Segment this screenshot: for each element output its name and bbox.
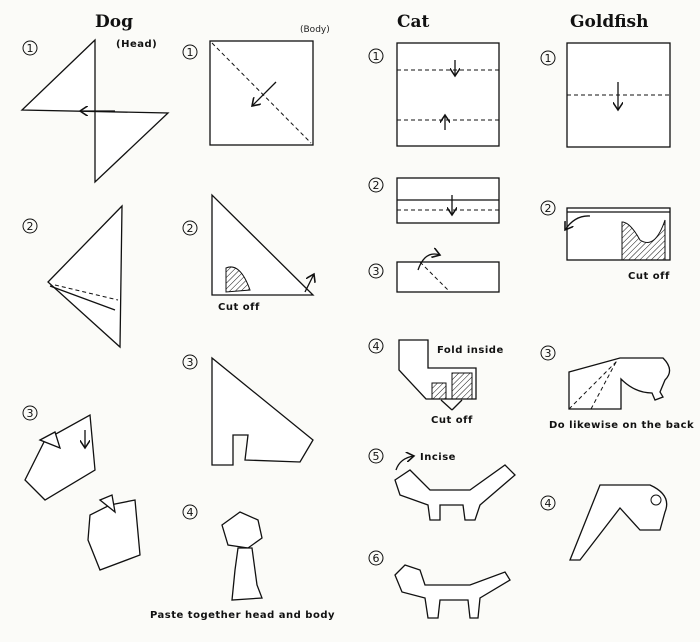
head-label: (Head) [116,39,157,50]
paste-label: Paste together head and body [150,610,335,621]
svg-text:3: 3 [545,347,552,360]
dog-body-step-1: (Body) 1 [182,25,330,146]
goldfish-step-1: 1 [540,42,671,148]
dog-head-step-3: 3 [22,405,141,571]
svg-text:1: 1 [27,42,34,55]
dog-body-step-4: 4 Paste together head and body [150,504,335,621]
dog-head-step-2: 2 [22,204,123,349]
cat-cut-off-label: Cut off [431,415,473,426]
goldfish-cut-off-label: Cut off [628,271,670,282]
cat-step-2: 2 [368,177,500,224]
svg-text:3: 3 [373,265,380,278]
incise-label: Incise [420,452,456,463]
svg-text:1: 1 [187,46,194,59]
svg-text:2: 2 [373,179,380,192]
svg-text:1: 1 [373,50,380,63]
svg-text:3: 3 [187,356,194,369]
svg-text:6: 6 [373,552,380,565]
svg-text:2: 2 [27,220,34,233]
cat-step-5: 5 Incise [368,448,516,521]
likewise-label: Do likewise on the back [549,420,694,431]
dog-head-step-1: 1 (Head) [20,38,170,184]
cat-step-1: 1 [368,42,500,147]
cat-title: Cat [397,12,430,32]
fold-inside-label: Fold inside [437,345,504,356]
svg-text:4: 4 [545,497,552,510]
goldfish-title: Goldfish [570,12,649,32]
dog-body-step-3: 3 [182,354,314,466]
svg-text:1: 1 [545,52,552,65]
svg-text:5: 5 [373,450,380,463]
svg-text:4: 4 [187,506,194,519]
cat-step-3: 3 [368,254,500,293]
goldfish-step-2: 2 Cut off [540,200,671,282]
dog-body-step-2: 2 Cut off [182,193,314,313]
cat-step-6: 6 [368,550,511,619]
goldfish-step-4: 4 [540,484,668,561]
svg-text:4: 4 [373,340,380,353]
svg-text:3: 3 [27,407,34,420]
dog-cut-off-label: Cut off [218,302,260,313]
svg-text:2: 2 [187,222,194,235]
goldfish-step-3: 3 Do likewise on the back [540,345,694,431]
svg-text:2: 2 [545,202,552,215]
cat-step-4: 4 Fold inside Cut off [368,338,504,426]
dog-title: Dog [95,12,133,32]
body-label: (Body) [300,25,330,35]
